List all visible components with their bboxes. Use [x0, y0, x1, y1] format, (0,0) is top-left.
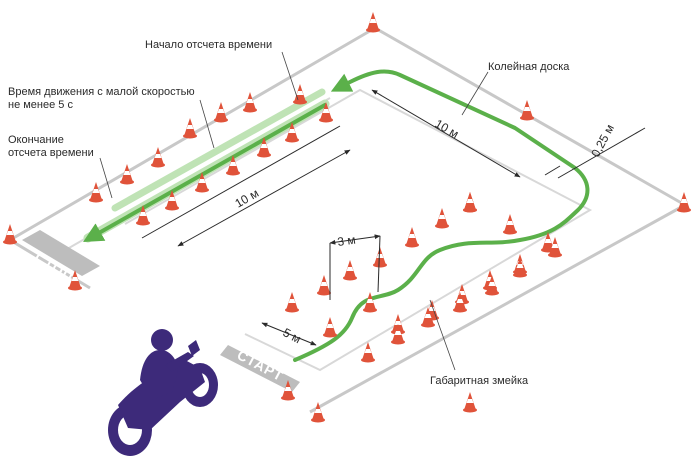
traffic-cone-icon	[285, 292, 299, 313]
dimension-lines	[141, 89, 646, 346]
traffic-cone-icon	[68, 270, 82, 291]
traffic-cone-icon	[317, 275, 331, 296]
traffic-cone-icon	[3, 224, 17, 245]
callout-leaders	[99, 51, 489, 371]
traffic-cone-icon	[120, 164, 134, 185]
traffic-cone-icon	[136, 205, 150, 226]
board-length-dimension: 10 м	[433, 116, 462, 141]
cones-group	[3, 12, 691, 423]
track-boards	[83, 88, 330, 243]
snake-gap-dimension: 3 м	[336, 233, 356, 249]
traffic-cone-icon	[366, 12, 380, 33]
route-path	[83, 69, 590, 362]
slow-speed-label-line2: не менее 5 с	[8, 99, 73, 111]
traffic-cone-icon	[293, 84, 307, 105]
traffic-cone-icon	[453, 292, 467, 313]
traffic-cone-icon	[485, 275, 499, 296]
traffic-cone-icon	[421, 307, 435, 328]
traffic-cone-icon	[548, 237, 562, 258]
traffic-cone-icon	[435, 208, 449, 229]
traffic-cone-icon	[463, 192, 477, 213]
slow-speed-label-line1: Время движения с малой скоростью	[8, 86, 195, 98]
traffic-cone-icon	[361, 342, 375, 363]
time-end-label-line1: Окончание	[8, 134, 64, 146]
traffic-cone-icon	[405, 227, 419, 248]
traffic-cone-icon	[165, 190, 179, 211]
traffic-cone-icon	[363, 292, 377, 313]
time-start-label: Начало отсчета времени	[145, 39, 272, 51]
traffic-cone-icon	[323, 317, 337, 338]
traffic-cone-icon	[311, 402, 325, 423]
traffic-cone-icon	[319, 102, 333, 123]
traffic-cone-icon	[89, 182, 103, 203]
traffic-cone-icon	[285, 122, 299, 143]
time-end-label-line2: отсчета времени	[8, 147, 94, 159]
traffic-cone-icon	[243, 92, 257, 113]
traffic-cone-icon	[520, 100, 534, 121]
traffic-cone-icon	[214, 102, 228, 123]
motorcycle-rider-icon	[108, 329, 218, 456]
lane-length-dimension: 10 м	[233, 186, 262, 211]
slalom-label: Габаритная змейка	[430, 375, 529, 387]
traffic-cone-icon	[373, 247, 387, 268]
traffic-cone-icon	[281, 380, 295, 401]
track-board-label: Колейная доска	[488, 61, 570, 73]
traffic-cone-icon	[391, 324, 405, 345]
traffic-cone-icon	[463, 392, 477, 413]
traffic-cone-icon	[151, 147, 165, 168]
traffic-cone-icon	[503, 214, 517, 235]
traffic-cone-icon	[183, 118, 197, 139]
board-width-dimension: 0,25 м	[588, 122, 617, 159]
start-gap-dimension: 5 м	[281, 325, 304, 346]
traffic-cone-icon	[343, 260, 357, 281]
traffic-cone-icon	[513, 257, 527, 278]
traffic-cone-icon	[677, 192, 691, 213]
